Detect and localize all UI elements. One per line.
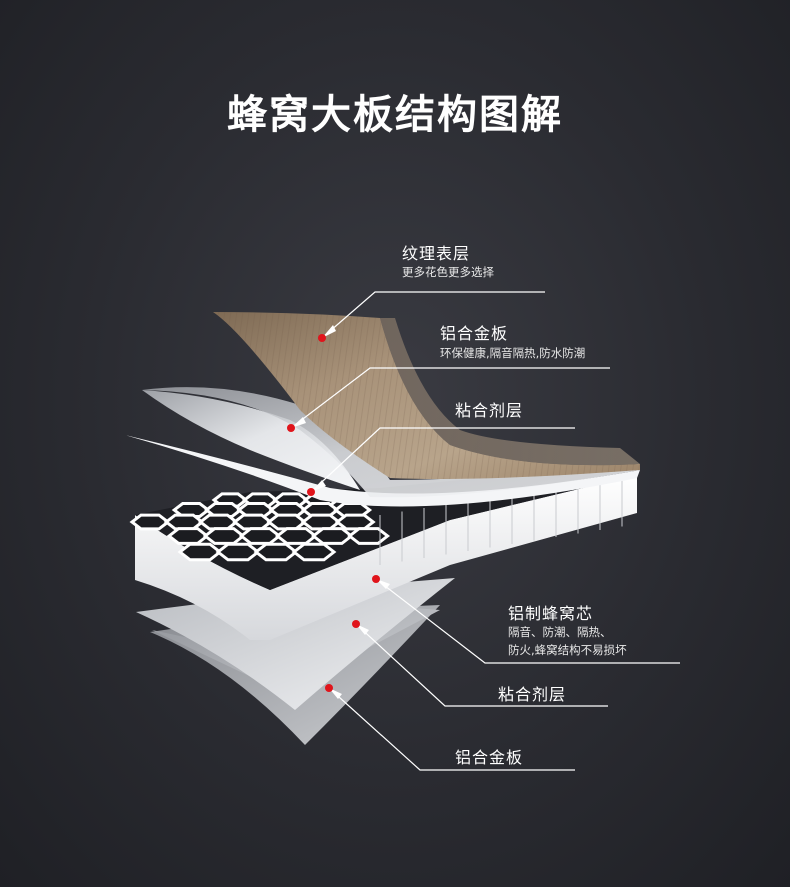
arrow-aluminum-top <box>291 417 306 428</box>
honeycomb-cell <box>177 542 223 562</box>
label-honeycomb-desc-2: 防火,蜂窝结构不易损坏 <box>508 643 627 657</box>
marker-honeycomb <box>372 575 380 583</box>
honeycomb-cell <box>171 502 211 518</box>
leader-lines <box>290 291 680 771</box>
leader-aluminum-bottom <box>328 687 575 771</box>
honeycomb-cell <box>197 513 239 531</box>
label-aluminum-top-name: 铝合金板 <box>440 324 509 343</box>
honeycomb-core <box>129 470 637 640</box>
honeycomb-cell <box>347 527 391 545</box>
honeycomb-cell <box>300 513 342 531</box>
label-honeycomb-name: 铝制蜂窝芯 <box>508 604 594 623</box>
arrow-honeycomb <box>376 579 390 589</box>
marker-aluminum-bottom <box>325 684 333 692</box>
arrow-aluminum-bottom <box>329 688 342 699</box>
honeycomb-cell <box>232 513 274 531</box>
honeycomb-cell <box>274 527 318 545</box>
label-adhesive-top-name: 粘合剂层 <box>455 401 524 420</box>
leader-texture <box>321 291 545 339</box>
texture-layer-grain <box>213 312 640 479</box>
leader-adhesive-top <box>310 427 575 493</box>
label-texture-desc: 更多花色更多选择 <box>402 265 494 279</box>
marker-adhesive-top <box>307 488 315 496</box>
honeycomb-cell <box>253 542 299 562</box>
honeycomb-cells <box>129 492 391 562</box>
arrow-adhesive-top <box>311 480 326 492</box>
arrow-texture <box>322 325 336 338</box>
label-adhesive-bottom-name: 粘合剂层 <box>498 685 567 704</box>
markers <box>287 334 380 692</box>
honeycomb-cell <box>334 513 376 531</box>
label-aluminum-top-desc: 环保健康,隔音隔热,防水防潮 <box>440 346 586 360</box>
honeycomb-cell <box>163 513 205 531</box>
label-texture-name: 纹理表层 <box>402 244 471 263</box>
label-aluminum-bottom-name: 铝合金板 <box>455 748 524 767</box>
honeycomb-cell <box>204 502 243 518</box>
honeycomb-cell <box>291 542 337 562</box>
marker-texture <box>318 334 326 342</box>
label-honeycomb-desc-1: 隔音、防潮、隔热、 <box>508 625 612 639</box>
honeycomb-cell <box>310 527 354 545</box>
leader-adhesive-bottom <box>355 623 608 707</box>
honeycomb-cell <box>202 527 246 545</box>
leader-honeycomb <box>375 578 680 664</box>
marker-adhesive-bottom <box>352 620 360 628</box>
aluminum-top-sheet <box>142 390 360 490</box>
honeycomb-cell <box>238 527 282 545</box>
honeycomb-cell <box>215 542 261 562</box>
arrow-adhesive-bottom <box>356 624 369 635</box>
honeycomb-cell <box>266 513 308 531</box>
leader-arrows <box>291 325 390 699</box>
leader-aluminum-top <box>290 367 610 429</box>
honeycomb-cell <box>166 527 210 545</box>
honeycomb-cell <box>129 513 171 531</box>
page-title: 蜂窝大板结构图解 <box>227 92 563 138</box>
marker-aluminum-top <box>287 424 295 432</box>
honeycomb-core-ribs <box>379 476 623 565</box>
